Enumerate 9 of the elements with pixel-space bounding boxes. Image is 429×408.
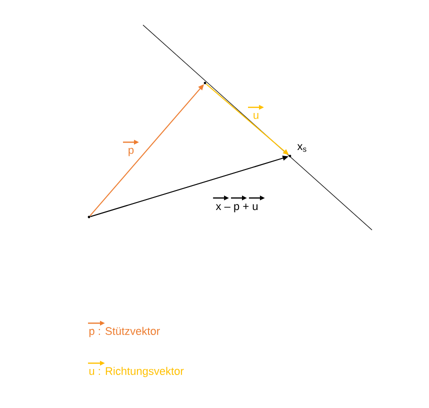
legend-entry: p : Stützvektor [89, 326, 160, 338]
edge-label: u [252, 112, 260, 120]
edge-label: x – p + u [215, 203, 259, 213]
point [288, 154, 292, 158]
point-label: x$_{s}$ [297, 144, 306, 152]
point [88, 216, 90, 218]
edge-label: p [127, 147, 135, 157]
point [204, 82, 206, 84]
legend-entry: u : Richtungsvektor [89, 366, 184, 378]
